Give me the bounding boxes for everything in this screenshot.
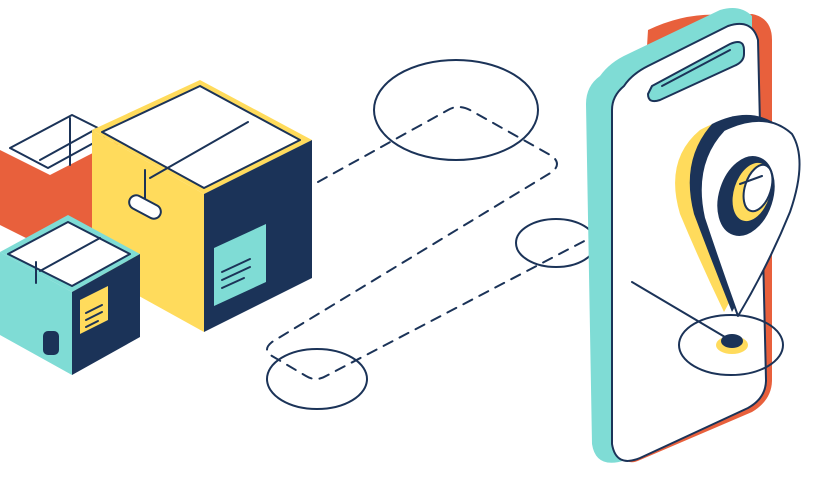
yellow-box-icon: [92, 80, 312, 332]
map-pin-icon: [675, 114, 801, 317]
location-dot-icon: [631, 281, 784, 376]
route-waypoint-icon: [266, 59, 597, 410]
dashed-route-icon: [266, 106, 591, 380]
teal-box-icon: [0, 215, 140, 375]
